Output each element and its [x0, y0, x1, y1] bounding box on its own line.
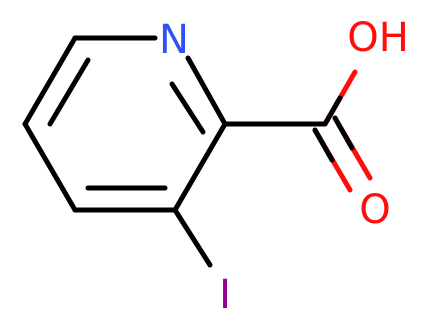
iodine-atom-label: I	[219, 272, 231, 318]
bond-carboxyl-o-dark-b	[332, 115, 355, 151]
bond-c2-c3	[172, 121, 228, 213]
nitrogen-atom-label: N	[159, 17, 189, 63]
bond-c3-i	[172, 207, 213, 268]
carbonyl-oxygen-label: O	[359, 187, 390, 233]
bond-n-c2-inner	[169, 81, 206, 135]
bond-carboxyl-o-dark-a	[312, 127, 335, 163]
bond-carboxyl-oh-dark	[322, 95, 343, 127]
bond-c5-c6	[22, 35, 78, 127]
bond-c5-c6-inner	[47, 57, 91, 127]
bond-c4-c5	[22, 121, 78, 213]
bond-n-c2	[185, 55, 228, 127]
hydroxyl-group-label: OH	[347, 15, 409, 61]
